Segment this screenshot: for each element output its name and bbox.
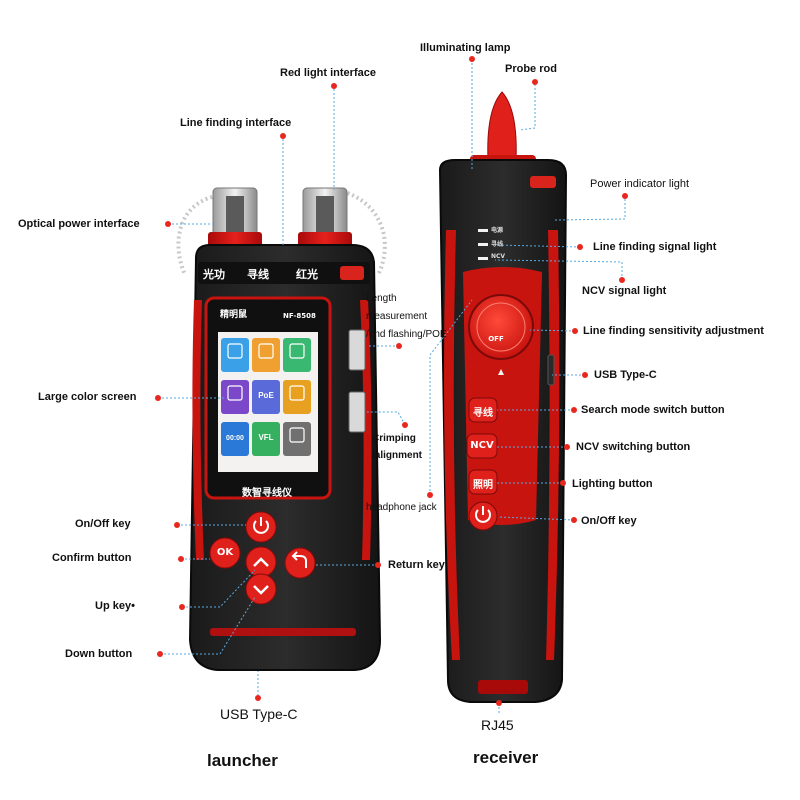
label-on-off-key-launcher: On/Off key	[75, 518, 131, 530]
app-icon-grid: PoE 00:00 VFL	[221, 338, 311, 456]
chevron-down-icon	[253, 585, 269, 595]
chevron-up-icon	[253, 557, 269, 567]
launcher-down-key[interactable]	[245, 573, 277, 605]
label-illuminating-lamp: Illuminating lamp	[420, 42, 511, 54]
search-icon-glyph	[258, 343, 274, 359]
receiver-power-icon	[475, 509, 491, 523]
port-label-line-finding: 寻线	[247, 268, 269, 281]
label-probe-rod: Probe rod	[505, 63, 557, 75]
port-icon	[283, 380, 311, 414]
label-line-finding-sensitivity: Line finding sensitivity adjustment	[583, 325, 764, 337]
label-line-finding-signal-light: Line finding signal light	[593, 241, 717, 253]
search-mode-button-label: 寻线	[473, 408, 493, 419]
timer-icon-label: 00:00	[226, 435, 244, 442]
lighting-button[interactable]	[468, 469, 498, 495]
launcher-title: launcher	[207, 751, 278, 770]
label-lighting-button: Lighting button	[572, 478, 653, 490]
receiver-title: receiver	[473, 748, 539, 767]
timer-icon	[221, 422, 249, 456]
knob-off-label: OFF	[488, 335, 504, 343]
poe-icon-label: PoE	[258, 391, 274, 400]
launcher-up-key[interactable]	[245, 546, 277, 578]
device-name-label: 数智寻线仪	[242, 488, 292, 499]
label-ncv-switching: NCV switching button	[576, 441, 691, 453]
ok-key-label: OK	[216, 547, 234, 558]
rj45-port-lower	[348, 391, 366, 433]
indicator-label-ncv: NCV	[491, 253, 506, 260]
brand-label: 精明鼠	[220, 310, 248, 320]
settings-icon	[283, 422, 311, 456]
label-ncv-signal-light: NCV signal light	[582, 285, 667, 297]
label-length-measurement-1: Length	[366, 293, 397, 304]
label-large-color-screen: Large color screen	[38, 391, 137, 403]
port-label-red-light: 红光	[296, 268, 318, 281]
lighting-button-label: 照明	[473, 480, 493, 491]
label-on-off-key-receiver: On/Off key	[581, 515, 637, 527]
label-confirm-button: Confirm button	[52, 552, 132, 564]
poe-icon	[252, 380, 280, 414]
label-down-button: Down button	[65, 648, 133, 660]
cable-icon-glyph	[227, 385, 243, 401]
rj45-port-upper	[348, 329, 366, 371]
launcher-ok-key[interactable]	[209, 537, 241, 569]
launcher-device	[176, 187, 387, 671]
label-search-mode-switch: Search mode switch button	[581, 404, 725, 416]
vfl-icon-label: VFL	[258, 433, 273, 442]
chart-icon-glyph	[289, 343, 305, 359]
receiver-power-button[interactable]	[468, 501, 498, 531]
network-icon	[221, 338, 249, 372]
sensitivity-knob[interactable]	[468, 294, 534, 360]
label-return-key: Return key	[388, 559, 445, 571]
indicator-label-power: 电源	[491, 227, 504, 234]
label-usb-type-c-launcher: USB Type-C	[220, 706, 298, 722]
power-indicator-led	[478, 229, 488, 232]
indicator-label-line-finding: 寻线	[491, 241, 504, 248]
port-label-optical-power: 光功	[203, 268, 225, 281]
label-up-key: Up key•	[95, 600, 135, 612]
settings-icon-glyph	[289, 427, 305, 443]
launcher-power-key[interactable]	[245, 511, 277, 543]
label-crimping-1: Crimping	[372, 433, 416, 444]
port-icon-glyph	[289, 385, 305, 401]
label-red-light-interface: Red light interface	[280, 67, 376, 79]
label-power-indicator-light: Power indicator light	[590, 178, 690, 190]
callout-dots	[155, 56, 628, 706]
launcher-return-key[interactable]	[284, 547, 316, 579]
search-icon	[252, 338, 280, 372]
model-label: NF-8508	[283, 312, 316, 320]
receiver-device	[438, 91, 568, 703]
left-dust-cap-chain	[176, 193, 223, 276]
label-usb-type-c-receiver: USB Type-C	[594, 369, 657, 381]
probe-rod	[487, 91, 517, 161]
right-dust-cap-chain	[337, 188, 387, 276]
power-icon	[253, 520, 269, 534]
ncv-signal-led	[478, 257, 488, 260]
cable-icon	[221, 380, 249, 414]
receiver-usb-c-port	[547, 354, 555, 386]
label-line-finding-interface: Line finding interface	[180, 117, 292, 129]
label-headphone-jack: headphone jack	[366, 502, 437, 513]
return-icon	[291, 551, 307, 568]
vfl-icon	[252, 422, 280, 456]
line-finding-signal-led	[478, 243, 488, 246]
ncv-button[interactable]	[466, 433, 498, 459]
label-rj45: RJ45	[481, 717, 514, 733]
ncv-button-label: NCV	[470, 440, 494, 451]
label-length-measurement-3: /end flashing/POE	[366, 329, 447, 340]
label-optical-power-interface: Optical power interface	[18, 218, 140, 230]
label-length-measurement-2: measurement	[366, 311, 428, 322]
chart-icon	[283, 338, 311, 372]
network-icon-glyph	[227, 343, 243, 359]
label-crimping-2: /alignment	[372, 450, 423, 461]
